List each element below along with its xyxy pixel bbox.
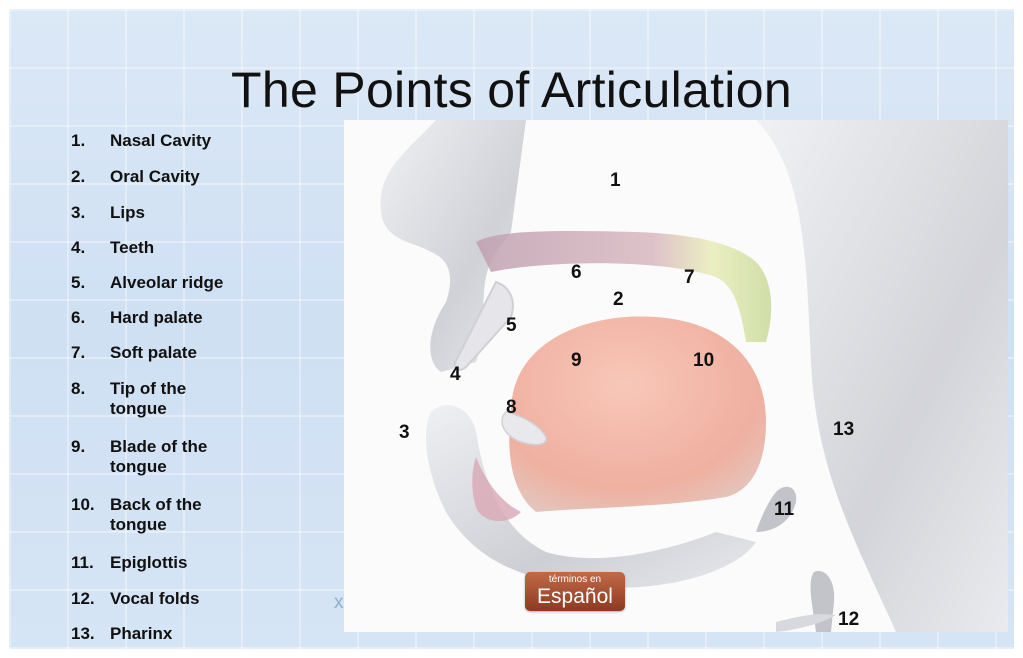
legend-item: 9.Blade of the tongue — [71, 437, 321, 495]
legend-number: 12. — [71, 589, 110, 624]
legend-number: 5. — [71, 273, 110, 308]
legend-number: 2. — [71, 167, 110, 203]
slide: The Points of Articulation 1.Nasal Cavit… — [9, 9, 1014, 649]
legend-number: 7. — [71, 343, 110, 379]
legend-item: 6.Hard palate — [71, 308, 321, 343]
legend-item: 8.Tip of the tongue — [71, 379, 321, 437]
legend-item: 7.Soft palate — [71, 343, 321, 379]
legend-item: 11.Epiglottis — [71, 553, 321, 589]
legend-number: 9. — [71, 437, 110, 495]
legend-text: Oral Cavity — [110, 167, 260, 203]
legend-number: 8. — [71, 379, 110, 437]
legend-text: Blade of the tongue — [110, 437, 245, 495]
label-7: 7 — [684, 267, 695, 289]
legend-text: Epiglottis — [110, 553, 260, 589]
legend-text: Lips — [110, 203, 260, 238]
legend-number: 10. — [71, 495, 110, 553]
terminos-espanol-badge[interactable]: términos en Español — [525, 572, 625, 611]
label-4: 4 — [450, 364, 461, 386]
label-3: 3 — [399, 422, 410, 444]
legend-number: 4. — [71, 238, 110, 273]
slide-title: The Points of Articulation — [9, 61, 1014, 119]
vocal-tract-diagram: 1 2 3 4 5 6 7 8 9 10 11 12 13 — [336, 112, 1008, 632]
legend-text: Vocal folds — [110, 589, 260, 624]
label-13: 13 — [833, 419, 854, 441]
legend-item: 5.Alveolar ridge — [71, 273, 321, 308]
label-2: 2 — [613, 289, 624, 311]
legend-number: 1. — [71, 131, 110, 167]
legend-text: Hard palate — [110, 308, 260, 343]
legend-text: Soft palate — [110, 343, 260, 379]
legend-text: Alveolar ridge — [110, 273, 260, 308]
legend-item: 10.Back of the tongue — [71, 495, 321, 553]
legend-list: 1.Nasal Cavity 2.Oral Cavity 3.Lips 4.Te… — [71, 131, 321, 649]
label-1: 1 — [610, 170, 621, 192]
label-10: 10 — [693, 350, 714, 372]
label-6: 6 — [571, 262, 582, 284]
legend-text: Back of the tongue — [110, 495, 235, 553]
label-11: 11 — [774, 499, 794, 521]
legend-number: 3. — [71, 203, 110, 238]
legend-text: Teeth — [110, 238, 260, 273]
legend-item: 4.Teeth — [71, 238, 321, 273]
legend-text: Tip of the tongue — [110, 379, 220, 437]
legend-item: 13.Pharinx — [71, 624, 321, 649]
badge-small-text: términos en — [525, 572, 625, 586]
legend-text: Nasal Cavity — [110, 131, 260, 167]
legend-item: 1.Nasal Cavity — [71, 131, 321, 167]
label-12: 12 — [838, 609, 859, 631]
legend-number: 13. — [71, 624, 110, 649]
label-8: 8 — [506, 397, 517, 419]
legend-item: 2.Oral Cavity — [71, 167, 321, 203]
label-9: 9 — [571, 350, 582, 372]
legend-text: Pharinx — [110, 624, 260, 649]
vocal-tract-illustration — [336, 112, 1008, 632]
legend-number: 11. — [71, 553, 110, 589]
legend-item: 12.Vocal folds — [71, 589, 321, 624]
badge-big-text: Español — [525, 586, 625, 608]
label-5: 5 — [506, 315, 517, 337]
legend-item: 3.Lips — [71, 203, 321, 238]
legend-number: 6. — [71, 308, 110, 343]
